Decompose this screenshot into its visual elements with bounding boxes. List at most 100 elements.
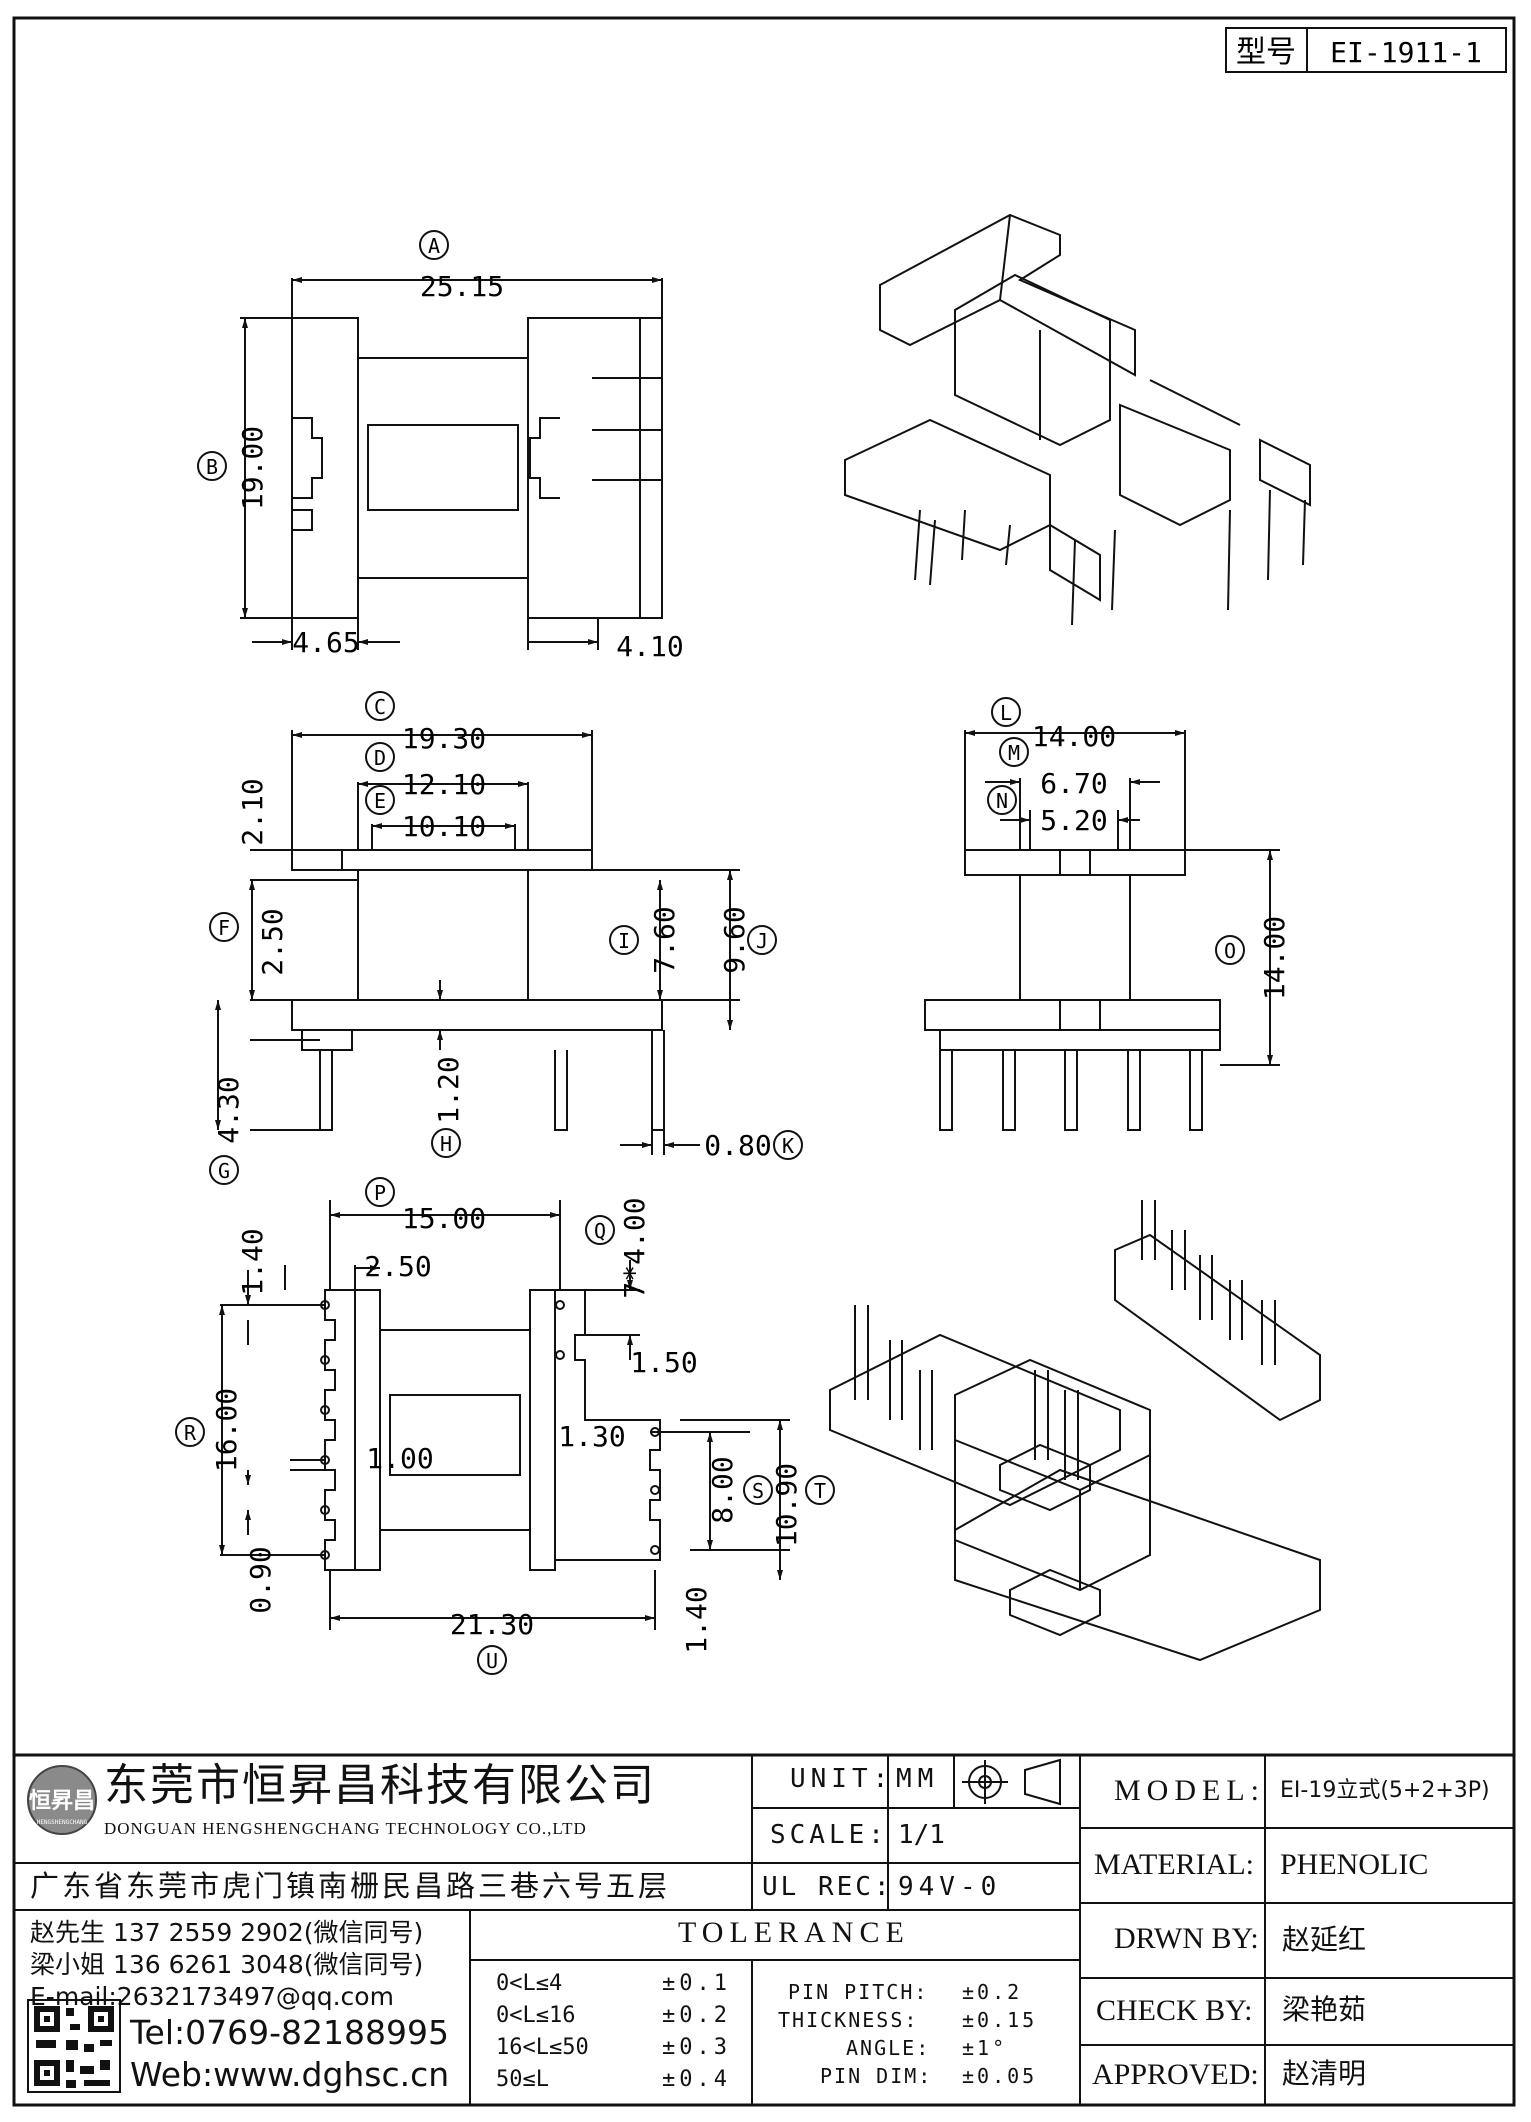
tolerance-value-2: ±0.2 <box>662 2003 731 2028</box>
model-value: EI-19立式(5+2+3P) <box>1280 1778 1490 1803</box>
spec-value-2: ±0.15 <box>962 2008 1038 2032</box>
contact-tel: Tel:0769-82188995 <box>130 2013 449 2052</box>
drwn-label: DRWN BY: <box>1114 1922 1259 1955</box>
dim-S-letter: S <box>752 1479 764 1503</box>
dim-U-value: 21.30 <box>450 1608 534 1641</box>
logo-text: 恒昇昌 <box>29 1788 95 1814</box>
drawing-border <box>12 16 1516 2107</box>
bottom-view <box>175 1177 835 1675</box>
top-view-labels: A 25.15 B 19.00 4.65 4.10 <box>206 234 684 663</box>
tolerance-range-1: 0<L≤4 <box>496 1971 563 1996</box>
spec-label-3: ANGLE: <box>846 2036 931 2060</box>
dim-L-letter: L <box>1000 701 1012 725</box>
dim-F-letter: F <box>218 916 230 940</box>
dim-R-letter: R <box>184 1421 197 1445</box>
dim-R-value: 16.00 <box>210 1388 243 1472</box>
dim-T-letter: T <box>814 1479 826 1503</box>
dim-E-value: 10.10 <box>402 810 486 843</box>
tolerance-value-1: ±0.1 <box>662 1971 731 1996</box>
dim-O-value: 14.00 <box>1258 916 1291 1000</box>
dim-A-value: 25.15 <box>420 270 504 303</box>
dim-1-40-top: 1.40 <box>236 1228 269 1295</box>
dim-2-10: 2.10 <box>236 778 269 845</box>
dim-H-letter: H <box>440 1132 452 1156</box>
tolerance-value-3: ±0.3 <box>662 2035 731 2060</box>
dim-2-50: 2.50 <box>364 1250 431 1283</box>
material-value: PHENOLIC <box>1280 1848 1429 1881</box>
model-label: MODEL: <box>1114 1774 1265 1807</box>
contact-1: 赵先生 137 2559 2902(微信同号) <box>30 1918 424 1947</box>
dim-F-value: 2.50 <box>256 908 289 975</box>
tolerance-range-4: 50≤L <box>496 2067 549 2092</box>
contact-2: 梁小姐 136 6261 3048(微信同号) <box>30 1950 424 1979</box>
dim-top-right: 4.10 <box>616 630 683 663</box>
company-address: 广东省东莞市虎门镇南栅民昌路三巷六号五层 <box>30 1869 671 1903</box>
dim-C-value: 19.30 <box>402 722 486 755</box>
dim-U-letter: U <box>486 1649 498 1673</box>
spec-label-1: PIN PITCH: <box>788 1980 929 2004</box>
approved-label: APPROVED: <box>1092 2058 1259 2091</box>
dim-I-letter: I <box>618 929 630 953</box>
tolerance-title: TOLERANCE <box>678 1916 910 1949</box>
dim-K-letter: K <box>782 1134 794 1158</box>
side-view-labels: L 14.00 M 6.70 N 5.20 O 14.00 <box>996 701 1291 1000</box>
dim-G-letter: G <box>218 1159 230 1183</box>
dim-1-00: 1.00 <box>366 1442 433 1475</box>
front-view <box>209 691 803 1185</box>
dim-B-value: 19.00 <box>236 426 269 510</box>
title-block-grid <box>14 1753 1514 2105</box>
dim-Q-value: 7*4.00 <box>618 1197 651 1298</box>
dim-S-value: 8.00 <box>706 1456 739 1523</box>
spec-label-4: PIN DIM: <box>820 2064 933 2088</box>
bottom-view-labels: P 15.00 Q 7*4.00 1.40 2.50 1.50 R 16.00 … <box>184 1181 826 1673</box>
company-name-cn: 东莞市恒昇昌科技有限公司 <box>104 1760 656 1811</box>
header-model-label: 型号 <box>1236 35 1296 70</box>
unit-value: MM <box>896 1764 940 1794</box>
dim-I-value: 7.60 <box>648 906 681 973</box>
dim-A-letter: A <box>428 234 440 258</box>
spec-value-4: ±0.05 <box>962 2064 1038 2088</box>
scale-label: SCALE: <box>770 1820 888 1850</box>
tolerance-value-4: ±0.4 <box>662 2067 731 2092</box>
tolerance-range-3: 16<L≤50 <box>496 2035 589 2060</box>
dim-L-value: 14.00 <box>1032 720 1116 753</box>
company-name-en: DONGUAN HENGSHENGCHANG TECHNOLOGY CO.,LT… <box>104 1819 587 1838</box>
dim-H-value: 1.20 <box>432 1056 465 1123</box>
side-view <box>924 697 1280 1131</box>
check-value: 梁艳茹 <box>1282 1993 1367 2026</box>
spec-label-2: THICKNESS: <box>778 2008 919 2032</box>
contact-email: E-mail:2632173497@qq.com <box>30 1982 394 2011</box>
drwn-value: 赵延红 <box>1282 1923 1367 1956</box>
dim-B-letter: B <box>206 455 218 479</box>
spec-value-3: ±1° <box>962 2036 1008 2060</box>
scale-value: 1/1 <box>898 1820 945 1850</box>
dim-D-letter: D <box>374 746 386 770</box>
dim-P-value: 15.00 <box>402 1202 486 1235</box>
company-logo: 恒昇昌 HENGSHENGCHANG <box>27 1765 97 1835</box>
isometric-view-top <box>844 213 1311 626</box>
dim-O-letter: O <box>1224 939 1236 963</box>
header-model-box: 型号 EI-1911-1 <box>1225 27 1507 73</box>
dim-M-value: 6.70 <box>1040 767 1107 800</box>
dim-E-letter: E <box>374 789 386 813</box>
tolerance-range-2: 0<L≤16 <box>496 2003 576 2028</box>
top-view <box>197 230 663 650</box>
check-label: CHECK BY: <box>1096 1994 1253 2027</box>
dim-1-50: 1.50 <box>630 1346 697 1379</box>
dim-N-letter: N <box>996 789 1008 813</box>
dim-0-90: 0.90 <box>244 1546 277 1613</box>
projection-symbol <box>962 1758 1061 1806</box>
dim-M-letter: M <box>1008 741 1020 765</box>
isometric-view-bottom <box>829 1200 1321 1662</box>
front-view-labels: C 19.30 D 12.10 E 10.10 2.10 F 2.50 4.30… <box>212 695 794 1183</box>
dim-T-value: 10.90 <box>770 1463 803 1547</box>
qr-code <box>27 1999 121 2093</box>
dim-C-letter: C <box>374 695 386 719</box>
dim-K-value: 0.80 <box>704 1129 771 1162</box>
material-label: MATERIAL: <box>1094 1848 1254 1881</box>
dim-1-40-bottom: 1.40 <box>680 1586 713 1653</box>
dim-Q-letter: Q <box>594 1219 606 1243</box>
header-model-value: EI-1911-1 <box>1330 36 1482 69</box>
unit-label: UNIT: <box>790 1764 894 1794</box>
